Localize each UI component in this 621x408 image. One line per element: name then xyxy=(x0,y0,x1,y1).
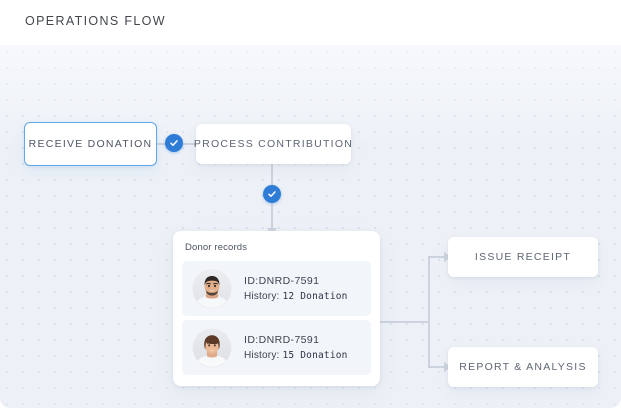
panel-header: OPERATIONS FLOW xyxy=(0,0,621,45)
page-title: OPERATIONS FLOW xyxy=(25,14,166,28)
arrowhead-into-issue-icon xyxy=(444,252,451,262)
donor-record-text: ID:DNRD-7591 History: 12 Donation xyxy=(244,275,348,302)
history-label: History: xyxy=(244,291,280,302)
connector-branch-bus xyxy=(428,257,430,368)
flow-node-process-contribution[interactable]: PROCESS CONTRIBUTION xyxy=(193,124,354,164)
flow-node-label: REPORT & ANALYSIS xyxy=(459,361,587,373)
donor-id: ID:DNRD-7591 xyxy=(244,334,320,346)
check-icon xyxy=(267,189,277,199)
history-value: 12 Donation xyxy=(282,291,348,302)
donor-record-row[interactable]: ID:DNRD-7591 History: 15 Donation xyxy=(182,320,371,375)
donor-id: ID:DNRD-7591 xyxy=(244,275,320,287)
step-complete-badge-2[interactable] xyxy=(263,185,281,203)
donor-records-title: Donor records xyxy=(185,242,248,253)
arrowhead-into-report-icon xyxy=(444,362,451,372)
donor-history: History: 15 Donation xyxy=(244,350,348,361)
avatar-male xyxy=(192,268,232,309)
flow-node-label: RECEIVE DONATION xyxy=(28,138,153,150)
check-icon xyxy=(169,138,179,148)
flow-node-label: PROCESS CONTRIBUTION xyxy=(193,138,354,150)
donor-record-text: ID:DNRD-7591 History: 15 Donation xyxy=(244,334,348,361)
donor-history: History: 12 Donation xyxy=(244,291,348,302)
connector-card-to-bus xyxy=(380,321,430,323)
donor-records-card[interactable]: Donor records xyxy=(173,231,380,386)
connector-bus-to-report xyxy=(428,366,450,368)
step-complete-badge-1[interactable] xyxy=(165,134,183,152)
flow-node-receive-donation[interactable]: RECEIVE DONATION xyxy=(24,122,157,166)
history-value: 15 Donation xyxy=(282,350,348,361)
donor-record-row[interactable]: ID:DNRD-7591 History: 12 Donation xyxy=(182,261,371,316)
avatar-female xyxy=(192,327,232,368)
flow-node-issue-receipt[interactable]: ISSUE RECEIPT xyxy=(448,237,598,277)
history-label: History: xyxy=(244,350,280,361)
flow-node-label: ISSUE RECEIPT xyxy=(474,251,572,263)
connector-bus-to-issue xyxy=(428,256,450,258)
flow-node-report-analysis[interactable]: REPORT & ANALYSIS xyxy=(448,347,598,387)
flow-canvas[interactable]: RECEIVE DONATION PROCESS CONTRIBUTION IS… xyxy=(0,45,621,408)
